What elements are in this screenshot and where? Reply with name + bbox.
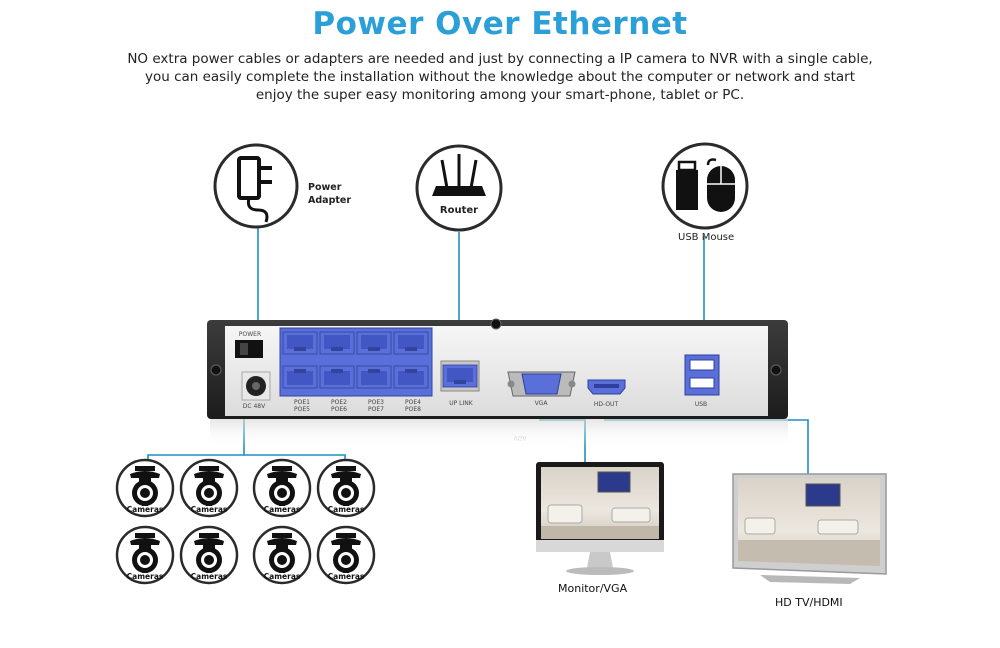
description-line: enjoy the super easy monitoring among yo… xyxy=(255,87,745,103)
router: Router xyxy=(415,144,503,232)
camera: Cameras xyxy=(316,458,376,518)
camera: Cameras xyxy=(115,458,175,518)
power-adapter xyxy=(213,143,299,229)
svg-text:Cameras: Cameras xyxy=(328,572,365,581)
usb-mouse-icon xyxy=(676,158,735,212)
usb-mouse-label: USB Mouse xyxy=(678,232,735,243)
description-line: you can easily complete the installation… xyxy=(144,69,856,85)
power-adapter-label: Power Adapter xyxy=(308,181,351,207)
uplink-label: UP LINK xyxy=(449,400,474,407)
svg-text:Cameras: Cameras xyxy=(191,572,228,581)
monitor-label: Monitor/VGA xyxy=(558,582,628,595)
plug-icon xyxy=(237,156,272,223)
svg-text:Cameras: Cameras xyxy=(127,572,164,581)
dc-label: DC 48V xyxy=(243,403,266,410)
page-title: Power Over Ethernet xyxy=(312,6,688,42)
svg-text:Cameras: Cameras xyxy=(191,505,228,514)
camera: Cameras xyxy=(316,525,376,585)
description: NO extra power cables or adapters are ne… xyxy=(60,50,940,104)
camera: Cameras xyxy=(115,525,175,585)
camera: Cameras xyxy=(252,525,312,585)
nvr-reflection xyxy=(210,418,788,448)
svg-text:VGA: VGA xyxy=(514,434,528,441)
router-icon xyxy=(432,154,486,196)
camera: Cameras xyxy=(252,458,312,518)
camera: Cameras xyxy=(179,525,239,585)
power-adapter-label-line: Adapter xyxy=(308,195,352,206)
power-switch[interactable] xyxy=(235,340,263,358)
vga-label: VGA xyxy=(535,400,549,407)
monitor xyxy=(536,462,664,575)
cameras: Cameras Cameras Cameras Cameras Cameras … xyxy=(115,458,376,585)
hdout-label: HD-OUT xyxy=(594,401,619,408)
hdtv-label: HD TV/HDMI xyxy=(775,596,843,609)
usb-label: USB xyxy=(695,401,707,408)
power-label: POWER xyxy=(239,331,261,338)
usb-mouse xyxy=(661,142,749,230)
power-adapter-label-line: Power xyxy=(308,182,342,193)
svg-text:Cameras: Cameras xyxy=(127,505,164,514)
nvr-reflection-text: VGA xyxy=(514,434,528,441)
hdtv xyxy=(732,473,887,584)
router-label: Router xyxy=(440,205,478,216)
svg-text:Cameras: Cameras xyxy=(264,572,301,581)
svg-text:Cameras: Cameras xyxy=(264,505,301,514)
camera: Cameras xyxy=(179,458,239,518)
description-line: NO extra power cables or adapters are ne… xyxy=(127,51,873,67)
svg-text:Cameras: Cameras xyxy=(328,505,365,514)
